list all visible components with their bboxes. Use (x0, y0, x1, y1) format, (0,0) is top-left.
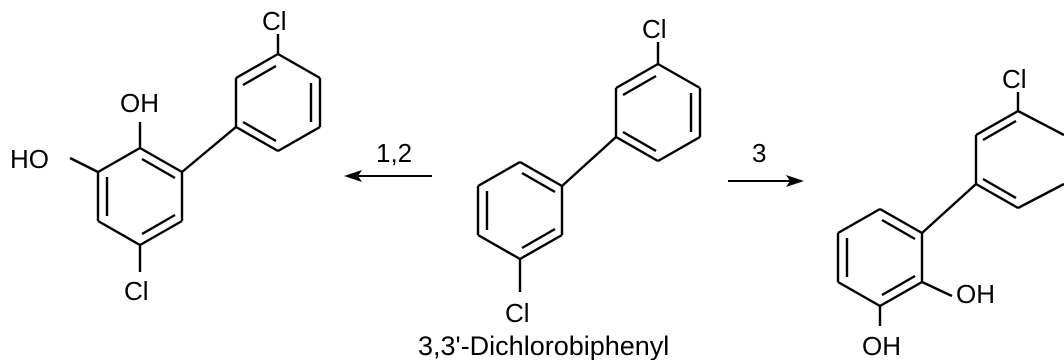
left-product-oh-label: OH (120, 88, 159, 118)
substrate-biaryl-bond (561, 136, 617, 187)
left-product-top-ring (234, 34, 322, 153)
left-product-cl-top-label: Cl (262, 6, 287, 36)
right-product-molecule: Cl OH OH (836, 64, 1064, 360)
substrate-cl-bottom-label: Cl (505, 298, 530, 328)
substrate-cl-top-label: Cl (642, 14, 667, 44)
reaction-arrow-left: 1,2 (344, 138, 432, 182)
substrate-bottom-ring (476, 160, 564, 292)
left-product-bottom-ring (69, 122, 184, 272)
right-product-oh-label-1: OH (956, 279, 995, 309)
left-product-ho-label: HO (10, 144, 49, 174)
right-product-cl-top-label: Cl (1002, 64, 1027, 94)
right-product-oh-label-2: OH (862, 331, 901, 360)
right-product-biaryl-bond (921, 183, 977, 234)
substrate-name-caption: 3,3'-Dichlorobiphenyl (418, 331, 669, 360)
substrate-molecule: Cl Cl 3,3'-Dichlorobiphenyl (418, 14, 702, 360)
left-product-cl-bottom-label: Cl (124, 276, 149, 306)
left-product-molecule: Cl OH HO Cl (10, 6, 322, 306)
reaction-conditions-left-label: 1,2 (376, 138, 412, 168)
left-product-biaryl-bond (181, 126, 237, 173)
right-product-top-ring (974, 92, 1064, 210)
right-product-bottom-ring (836, 207, 953, 326)
reaction-arrow-right: 3 (728, 138, 804, 187)
substrate-top-ring (614, 42, 702, 163)
reaction-conditions-right-label: 3 (752, 138, 766, 168)
